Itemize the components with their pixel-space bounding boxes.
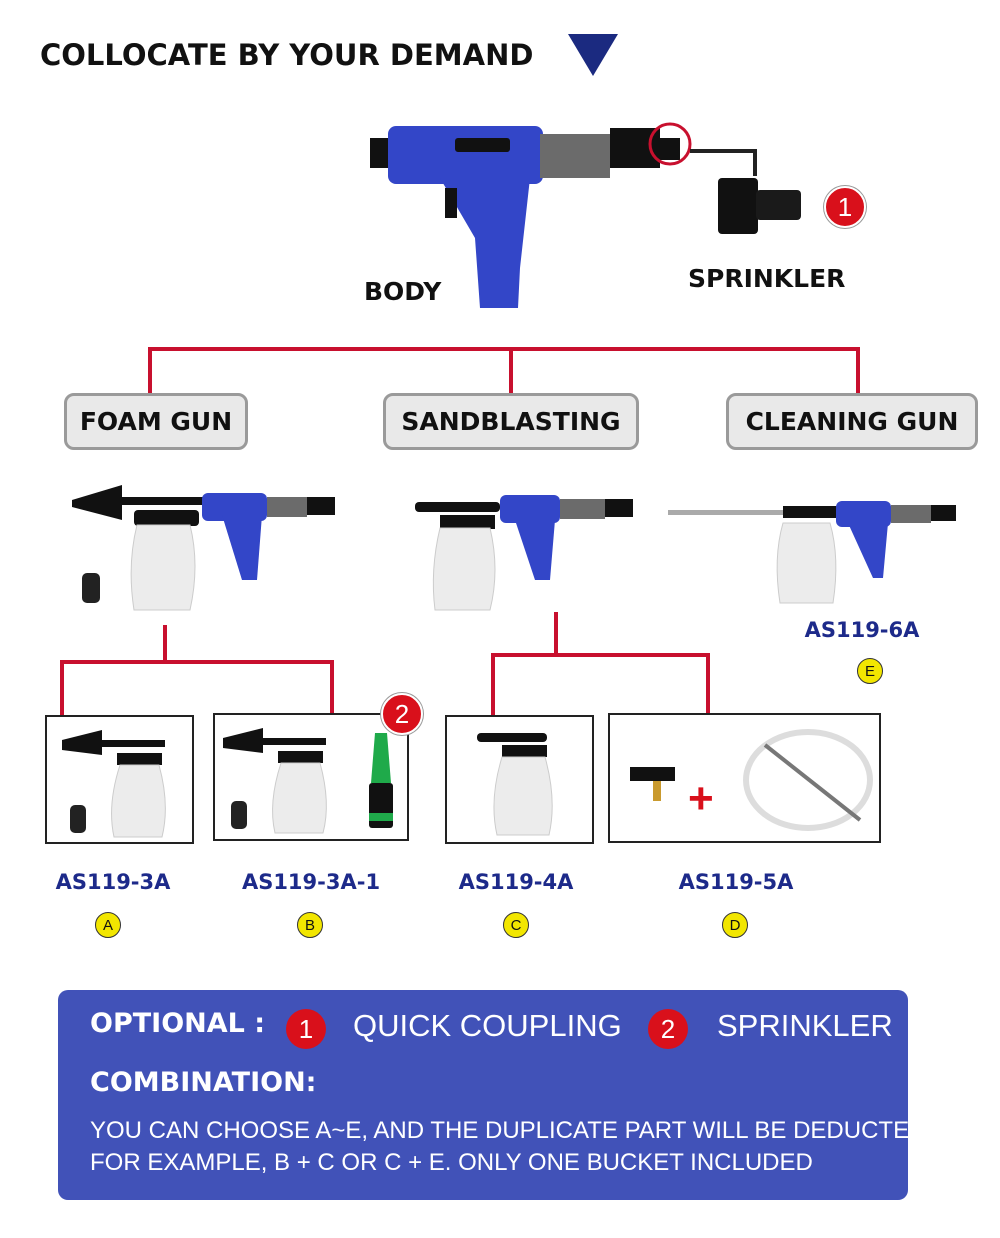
down-triangle-icon [568,34,618,76]
sprinkler-label: SPRINKLER [688,264,846,293]
product-box-a[interactable] [45,715,194,844]
foam-gun-image [72,485,335,611]
info-panel: OPTIONAL : 1 QUICK COUPLING 2 SPRINKLER … [58,990,926,1200]
model-label-e: AS119-6A [804,618,920,642]
combination-line-2: FOR EXAMPLE, B + C OR C + E. ONLY ONE BU… [90,1149,813,1176]
model-label-c: AS119-4A [458,870,574,894]
product-box-c[interactable] [445,715,594,844]
body-label: BODY [364,277,442,306]
optional-sprinkler: SPRINKLER [717,1008,893,1043]
optional-quick-coupling: QUICK COUPLING [353,1008,622,1043]
sandblasting-gun-image [415,495,633,611]
model-label-b: AS119-3A-1 [241,870,381,894]
optional-badge-1: 1 [286,1009,326,1049]
page-title: COLLOCATE BY YOUR DEMAND [40,38,534,72]
category-sandblasting: SANDBLASTING [383,393,639,450]
product-box-b[interactable] [213,713,409,841]
badge-1: 1 [824,186,866,228]
model-label-d: AS119-5A [678,870,794,894]
cleaning-gun-image [668,501,956,604]
quick-coupling-image [718,178,801,234]
combination-label: COMBINATION: [90,1067,317,1098]
badge-2: 2 [381,693,423,735]
foam-nozzle-bottle-image [62,730,166,838]
optional-label: OPTIONAL : [90,1008,266,1039]
letter-badge-a: A [95,912,121,938]
cleaning-nozzle-hose-image [630,729,873,831]
model-label-a: AS119-3A [55,870,171,894]
optional-badge-2: 2 [648,1009,688,1049]
foam-nozzle-sprinkler-image [223,728,393,834]
letter-badge-c: C [503,912,529,938]
letter-badge-d: D [722,912,748,938]
category-cleaning-gun: CLEANING GUN [726,393,978,450]
letter-badge-b: B [297,912,323,938]
sandblast-nozzle-bottle-image [477,733,553,836]
plus-sign: + [688,774,714,823]
category-foam-gun: FOAM GUN [64,393,248,450]
body-gun-image [370,122,757,308]
product-box-d[interactable]: + [608,713,881,843]
letter-badge-e: E [857,658,883,684]
combination-line-1: YOU CAN CHOOSE A~E, AND THE DUPLICATE PA… [90,1117,927,1144]
